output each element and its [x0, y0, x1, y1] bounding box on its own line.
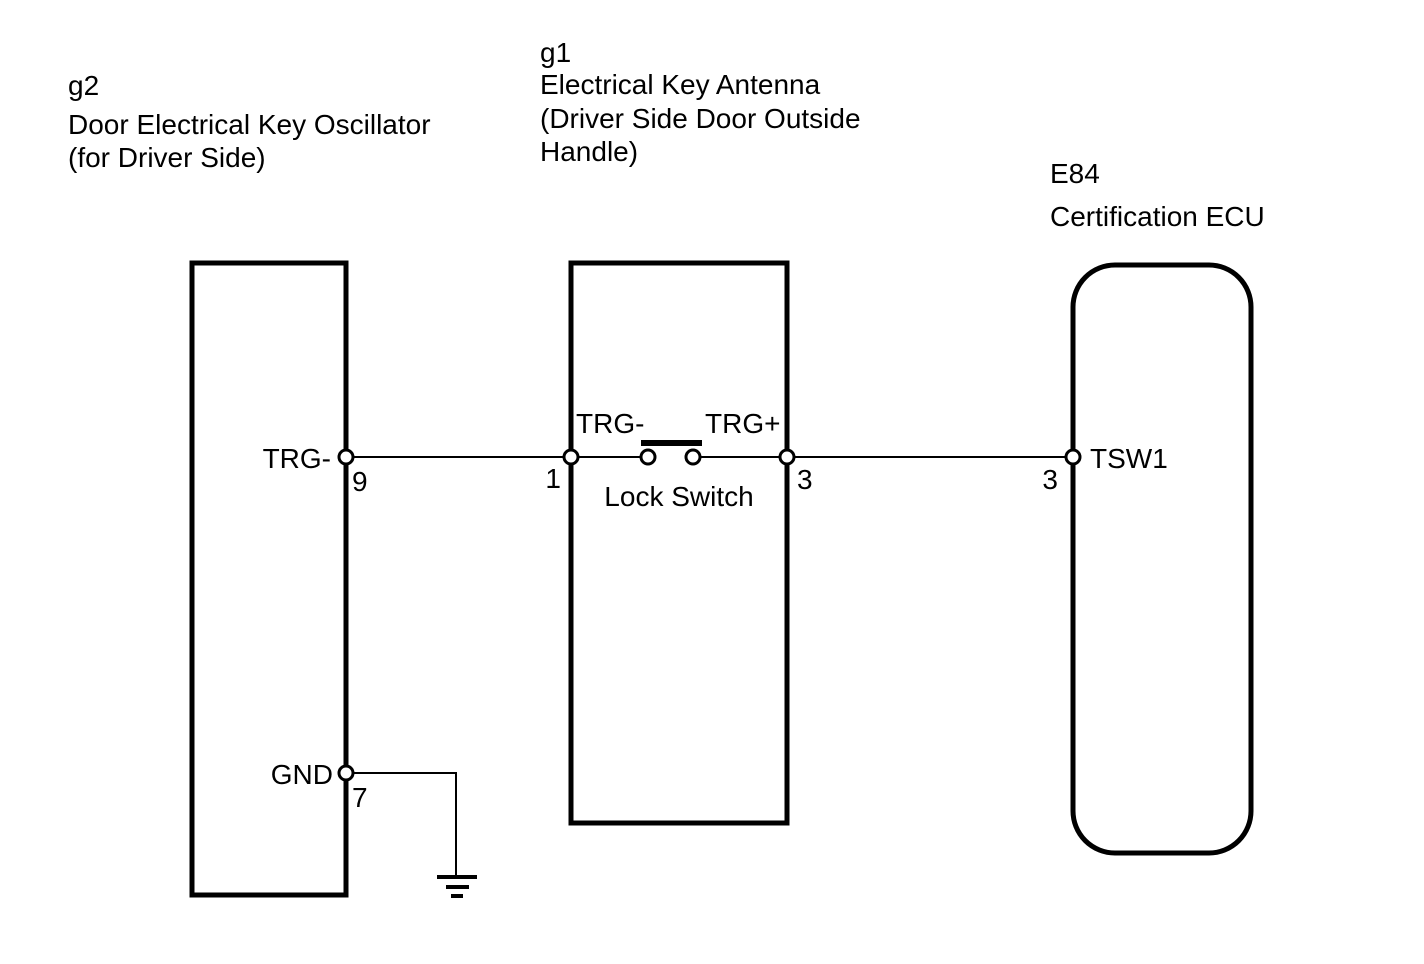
e84-name: Certification ECU — [1050, 201, 1265, 232]
g1-trg-plus-signal-label: TRG+ — [705, 408, 780, 439]
e84-tsw1-signal-label: TSW1 — [1090, 443, 1168, 474]
g2-component-box — [189, 260, 349, 898]
g2-trg-signal-label: TRG- — [263, 443, 331, 474]
g2-pin9-number: 9 — [352, 466, 368, 497]
terminal-g1-pin1 — [562, 448, 580, 466]
ground-icon — [437, 875, 477, 898]
g1-pin3-number: 3 — [797, 464, 813, 495]
e84-connector-box — [1070, 262, 1254, 856]
lock-switch-contact-left — [639, 448, 657, 466]
lock-switch-contact-right — [684, 448, 702, 466]
g1-pin1-number: 1 — [545, 463, 561, 494]
g2-name-line-2: (for Driver Side) — [68, 142, 266, 173]
e84-pin3-number: 3 — [1042, 464, 1058, 495]
g1-name-line-1: Electrical Key Antenna — [540, 69, 821, 100]
terminal-g2-pin9 — [337, 448, 355, 466]
g2-ref-code: g2 — [68, 70, 100, 101]
e84-ref-code: E84 — [1050, 158, 1100, 189]
g1-trg-minus-signal-label: TRG- — [576, 408, 644, 439]
g1-name-line-3: Handle) — [540, 136, 639, 167]
g2-gnd-signal-label: GND — [271, 759, 333, 790]
wire-gnd-segment — [346, 772, 457, 877]
terminal-g1-pin3 — [778, 448, 796, 466]
g2-pin7-number: 7 — [352, 782, 368, 813]
g2-name-line-1: Door Electrical Key Oscillator — [68, 109, 431, 140]
terminal-g2-pin7 — [337, 764, 355, 782]
terminal-e84-pin3 — [1064, 448, 1082, 466]
lock-switch-label: Lock Switch — [604, 481, 753, 512]
g1-component-box — [568, 260, 790, 826]
g1-ref-code: g1 — [540, 37, 572, 68]
g1-name-line-2: (Driver Side Door Outside — [540, 103, 861, 134]
